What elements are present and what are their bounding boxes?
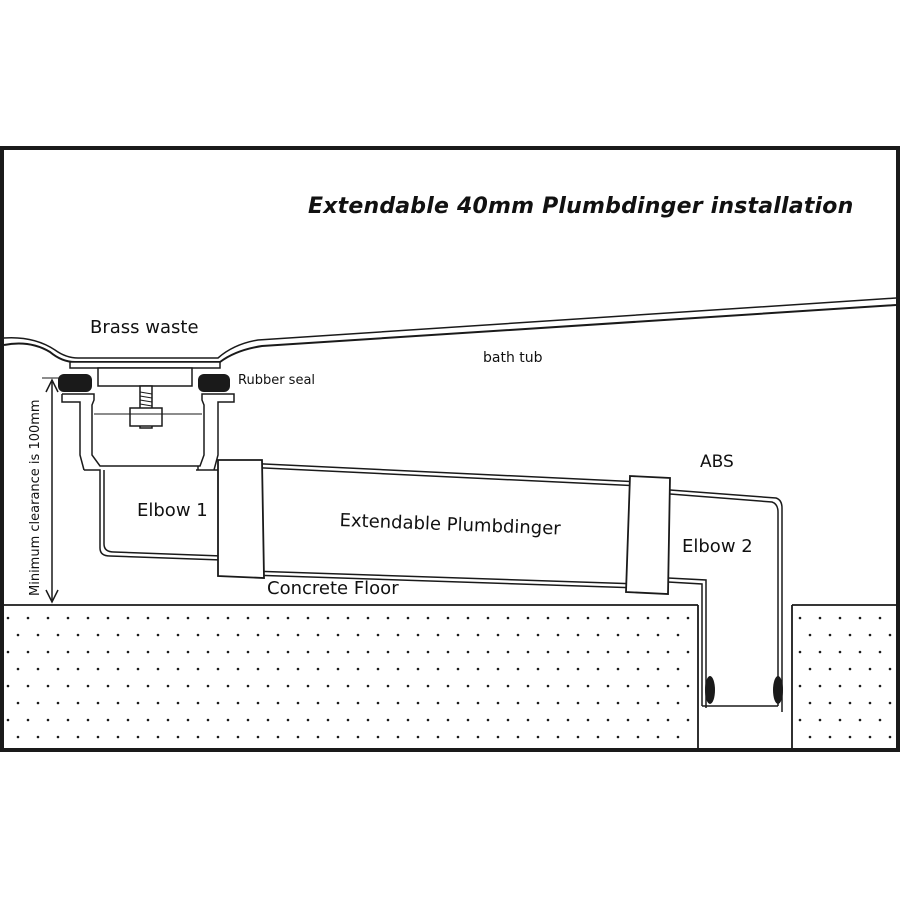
elbow-2-seal-left [705, 676, 715, 704]
rubber-seal-left [58, 374, 92, 392]
brass-waste-flange [69, 361, 221, 369]
label-elbow-1: Elbow 1 [137, 500, 208, 521]
bath-tub-inner [3, 297, 897, 359]
bath-tub-outline [3, 304, 897, 363]
label-bath-tub: bath tub [483, 350, 543, 366]
diagram-border [0, 146, 900, 752]
right-collar [625, 475, 671, 595]
label-elbow-2: Elbow 2 [682, 536, 753, 557]
left-collar [217, 459, 265, 579]
label-concrete-floor: Concrete Floor [267, 578, 399, 599]
brass-waste-body [97, 367, 193, 387]
concrete-texture [6, 616, 892, 739]
label-brass-waste: Brass waste [90, 317, 199, 338]
elbow-2-seal-right [773, 676, 783, 704]
waste-fitting [62, 393, 235, 471]
label-rubber-seal: Rubber seal [238, 373, 316, 388]
rubber-seal-right [198, 374, 230, 392]
plumbdinger-pipe [221, 461, 641, 589]
label-abs: ABS [700, 452, 734, 472]
label-minimum-clearance: Minimum clearance is 100mm [28, 399, 43, 596]
elbow-2 [667, 489, 783, 712]
diagram-title: Extendable 40mm Plumbdinger installation [308, 194, 854, 219]
